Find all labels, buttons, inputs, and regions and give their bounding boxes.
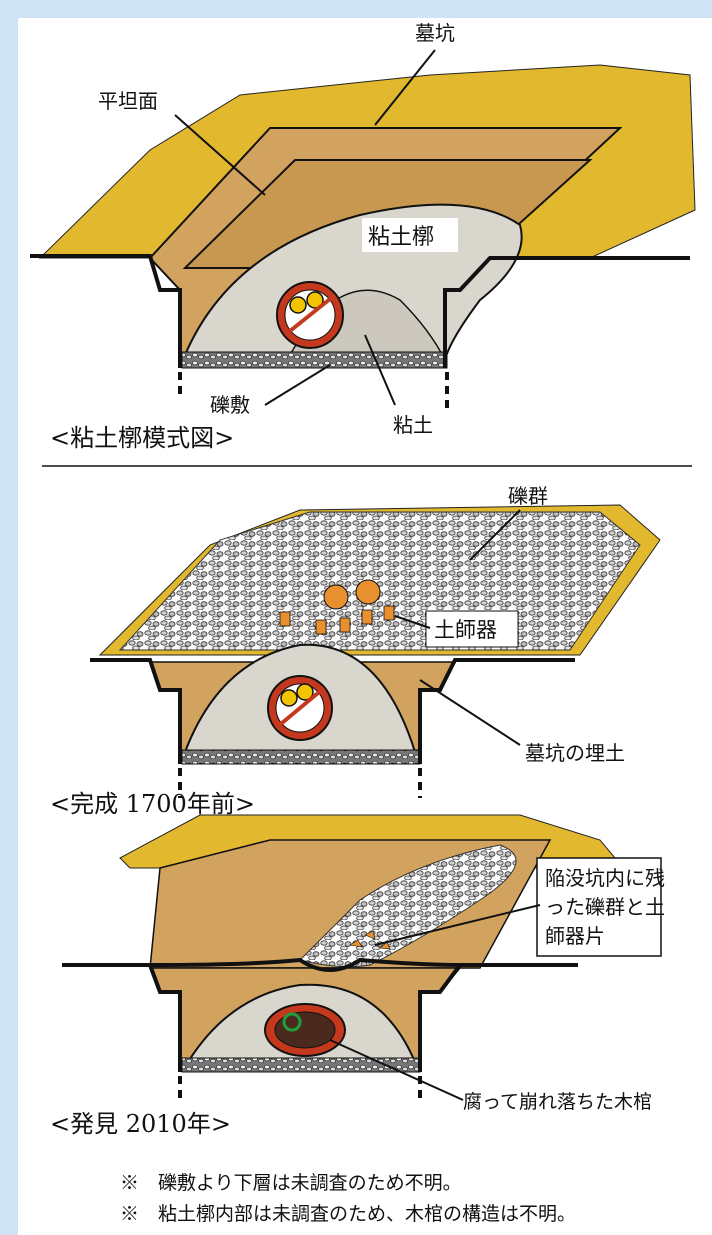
- gravel-bed-2: [181, 749, 421, 765]
- caption-diagram-1: <粘土槨模式図>: [50, 424, 234, 452]
- label-bokou: 墓坑: [415, 21, 455, 45]
- gravel-bed-1: [181, 351, 448, 369]
- label-hajiki: 土師器: [434, 618, 497, 642]
- leader-rekishiki: [264, 364, 331, 406]
- ground-line-2: [90, 658, 575, 764]
- nendokaku-label-bg: [362, 218, 458, 252]
- leader-rekigun: [469, 509, 521, 561]
- haniwa-pots: [279, 579, 395, 635]
- label-mokkan: 腐って崩れ落ちた木棺: [463, 1091, 652, 1113]
- note-2: ※ 粘土槨内部は未調査のため、木棺の構造は不明。: [120, 1203, 577, 1225]
- leader-umetsuchi: [419, 679, 521, 746]
- diagram-1-model: 墓坑 平坦面 粘土槨 礫敷 粘土 <粘土槨模式図>: [30, 21, 696, 452]
- ground-line-3: [62, 957, 578, 1072]
- label-umetsuchi: 墓坑の埋土: [525, 741, 625, 765]
- ground-line-1: [30, 254, 690, 368]
- label-rekishiki: 礫敷: [210, 393, 250, 417]
- leader-mokkan: [329, 1039, 464, 1101]
- kanbotsu-label-box: [536, 857, 662, 957]
- leader-kanbotsu: [374, 904, 541, 946]
- gravel-layer: [118, 511, 641, 651]
- label-rekigun: 礫群: [508, 484, 548, 508]
- diagram-2-completed: 礫群 土師器 墓坑の埋土 <完成 1700年前>: [50, 484, 661, 818]
- leader-hajiki: [394, 615, 431, 629]
- caption-diagram-3: <発見 2010年>: [50, 1110, 231, 1138]
- hajiki-label-box: [425, 610, 519, 648]
- label-kanbotsu-2: った礫群と土: [545, 895, 665, 919]
- collapsed-coffin: [264, 1003, 346, 1057]
- note-1: ※ 礫敷より下層は未調査のため不明。: [120, 1172, 462, 1194]
- caption-diagram-2: <完成 1700年前>: [50, 790, 255, 818]
- collapse-pit-gravel: [299, 844, 517, 968]
- leader-nendo: [364, 334, 396, 406]
- label-kanbotsu-1: 陥没坑内に残: [545, 866, 665, 890]
- coffin-emblem-2: [267, 675, 333, 741]
- label-kanbotsu-3: 師器片: [545, 924, 605, 948]
- coffin-emblem-1: [276, 281, 344, 349]
- diagram-3-discovery: 陥没坑内に残 った礫群と土 師器片 腐って崩れ落ちた木棺 <発見 2010年>: [50, 814, 665, 1138]
- label-nendokaku: 粘土槨: [368, 225, 434, 250]
- label-heitanmen: 平坦面: [98, 89, 158, 113]
- leader-heitanmen: [174, 114, 266, 196]
- label-nendo: 粘土: [393, 413, 433, 437]
- pottery-shards: [349, 930, 391, 950]
- leader-bokou: [374, 49, 436, 126]
